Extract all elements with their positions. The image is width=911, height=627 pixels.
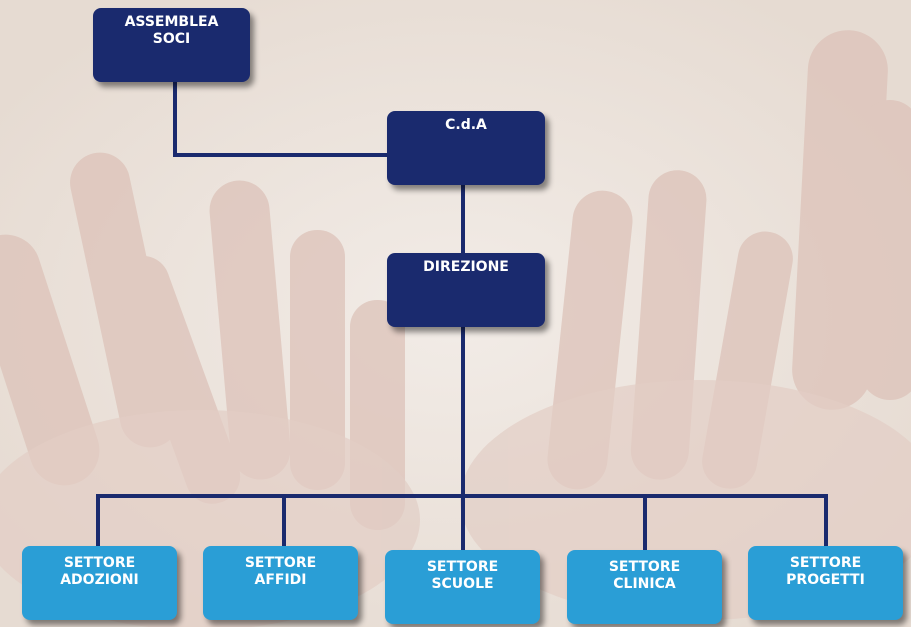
node-settore-adozioni: SETTORE ADOZIONI [22,546,177,620]
sector-line1: SETTORE [748,555,903,572]
node-cda-label: C.d.A [387,117,545,134]
connector-assemblea-cda [175,80,387,155]
sector-line1: SETTORE [22,555,177,572]
sector-line2: AFFIDI [203,572,358,589]
node-assemblea-soci: ASSEMBLEA SOCI [93,8,250,82]
sector-line2: ADOZIONI [22,572,177,589]
sector-line1: SETTORE [203,555,358,572]
sector-line2: PROGETTI [748,572,903,589]
node-settore-progetti: SETTORE PROGETTI [748,546,903,620]
node-settore-affidi: SETTORE AFFIDI [203,546,358,620]
node-settore-clinica: SETTORE CLINICA [567,550,722,624]
node-assemblea-line1: ASSEMBLEA [93,14,250,31]
sector-line1: SETTORE [385,559,540,576]
node-settore-scuole: SETTORE SCUOLE [385,550,540,624]
node-direzione: DIREZIONE [387,253,545,327]
sector-line2: CLINICA [567,576,722,593]
sector-line2: SCUOLE [385,576,540,593]
node-assemblea-line2: SOCI [93,31,250,48]
node-direzione-label: DIREZIONE [387,259,545,276]
sector-line1: SETTORE [567,559,722,576]
node-cda: C.d.A [387,111,545,185]
